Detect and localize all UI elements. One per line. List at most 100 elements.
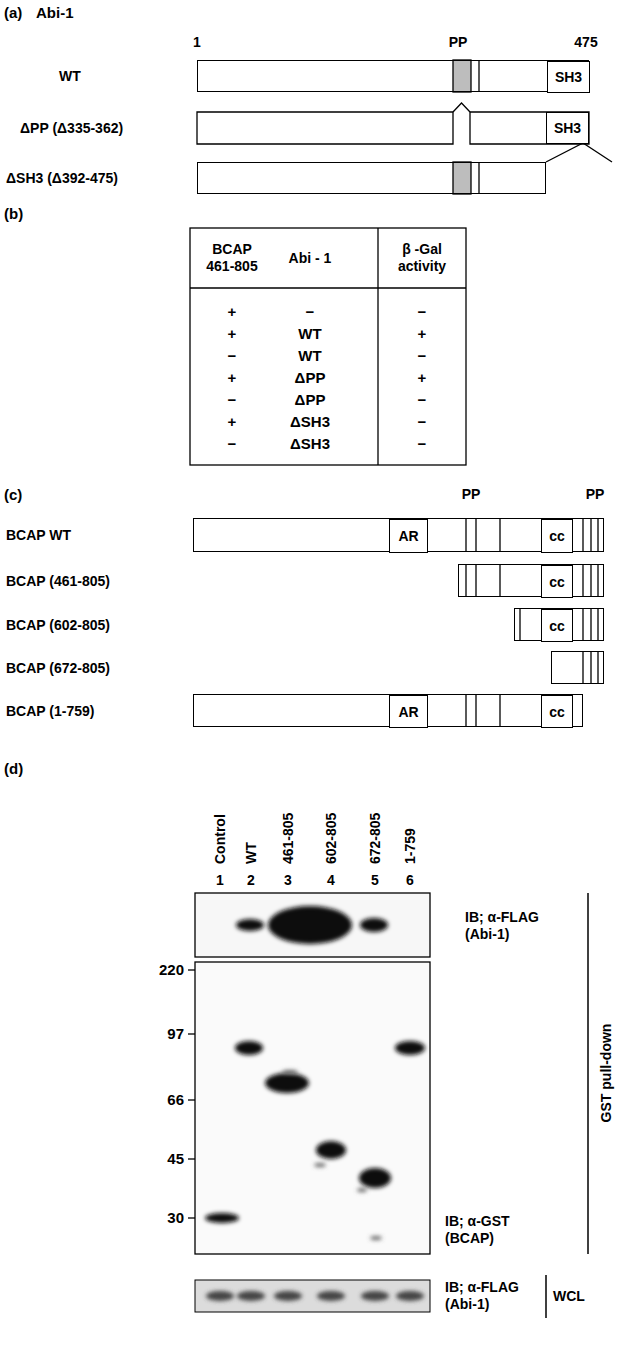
bar-outline [470,112,589,144]
table-header: BCAP 461-805 [200,241,264,275]
residue-number: 475 [574,34,597,51]
table-frame [190,228,466,465]
panel-letter: (a) [4,4,22,22]
size-marker: 97 [167,1025,184,1043]
construct-label: BCAP (461-805) [6,573,110,589]
table-cell: − [418,391,427,409]
table-header: β -Gal activity [382,241,462,275]
domain-label: cc [549,574,565,590]
table-cell: − [228,347,237,365]
domain-box: cc [541,519,573,553]
protein-bar: BCAP (602-805)cc [514,608,604,641]
table-cell: − [306,303,315,321]
figure-label: (b) [4,205,23,223]
domain-name: PP [449,34,468,51]
protein-bar: BCAP (1-759)ARcc [193,694,583,727]
table-cell: + [418,325,427,343]
figure-label: IB; α-FLAG (Abi-1) [445,1279,545,1313]
construct-label: ΔSH3 (Δ392-475) [6,170,118,186]
table-cell: + [228,325,237,343]
bar-outline [197,112,453,144]
bracket [546,893,588,1318]
pp-region [453,60,471,92]
figure-label: IB; α-GST (BCAP) [445,1213,545,1247]
lane-header: WT [243,842,260,864]
protein-bar: BCAP (461-805)cc [458,564,604,597]
lane-header: 602-805 [323,813,340,864]
table-cell: + [228,303,237,321]
domain-label: cc [549,704,565,720]
construct-label: BCAP (672-805) [6,660,110,676]
construct-label: BCAP (602-805) [6,617,110,633]
lane-header: 461-805 [280,813,297,864]
table-cell: − [418,435,427,453]
table-cell: ΔSH3 [290,435,330,453]
lane-number: 4 [327,872,335,889]
size-marker: 45 [167,1150,184,1168]
table-cell: ΔSH3 [290,413,330,431]
domain-box: SH3 [546,112,589,144]
protein-bar: BCAP (672-805) [551,651,604,684]
figure-label: WCL [553,1288,585,1305]
protein-bar: ΔSH3 (Δ392-475) [197,162,546,194]
domain-lines [190,60,612,727]
table-cell: − [418,303,427,321]
lane-number: 6 [406,872,414,889]
protein-name: Abi-1 [36,4,74,22]
figure-label: GST pull-down [598,1024,615,1123]
lane-number: 5 [371,872,379,889]
domain-box: AR [389,695,428,728]
domain-label: cc [549,528,565,544]
size-marker: 30 [167,1209,184,1227]
deletion-caret [453,103,470,112]
domain-label: SH3 [554,120,581,136]
deletion-caret [546,143,612,162]
domain-box: cc [541,609,573,642]
table-cell: ΔPP [295,369,326,387]
table-cell: + [418,369,427,387]
table-cell: − [418,347,427,365]
figure-label: PP [462,486,481,503]
table-header: Abi - 1 [289,250,332,267]
figure-label: (c) [4,486,22,504]
lane-number: 1 [216,872,224,889]
construct-label: BCAP (1-759) [6,703,94,719]
size-marker: 220 [159,961,184,979]
bcap-dividers [466,518,598,727]
residue-number: 1 [193,34,201,51]
table-cell: − [228,435,237,453]
table-cell: WT [298,325,321,343]
protein-bar: ΔPP (Δ335-362)SH3 [197,112,589,144]
domain-box: AR [389,519,428,553]
table-cell: + [228,369,237,387]
domain-label: AR [398,528,418,544]
construct-label: BCAP WT [6,527,71,543]
construct-label: WT [59,68,81,84]
pp-region [453,162,471,194]
western-blot [195,893,430,1312]
domain-label: SH3 [555,69,582,85]
domain-box: cc [541,695,573,728]
table-cell: − [228,391,237,409]
lane-number: 3 [284,872,292,889]
domain-box: SH3 [547,61,590,93]
lane-header: 672-805 [367,813,384,864]
size-marker: 66 [167,1091,184,1109]
construct-label: ΔPP (Δ335-362) [20,120,123,136]
figure-label: IB; α-FLAG (Abi-1) [465,909,565,943]
domain-box: cc [541,565,573,598]
lane-number: 2 [247,872,255,889]
marker-ticks [188,970,195,1218]
lane-header: Control [212,814,229,864]
lane-header: 1-759 [402,828,419,864]
table-cell: − [418,413,427,431]
table-cell: + [228,413,237,431]
protein-bar: WTSH3 [197,60,589,92]
table-cell: WT [298,347,321,365]
protein-bar: BCAP WTARcc [193,518,604,552]
domain-label: AR [398,704,418,720]
table-cell: ΔPP [295,391,326,409]
domain-label: cc [549,618,565,634]
figure-label: (d) [4,760,23,778]
